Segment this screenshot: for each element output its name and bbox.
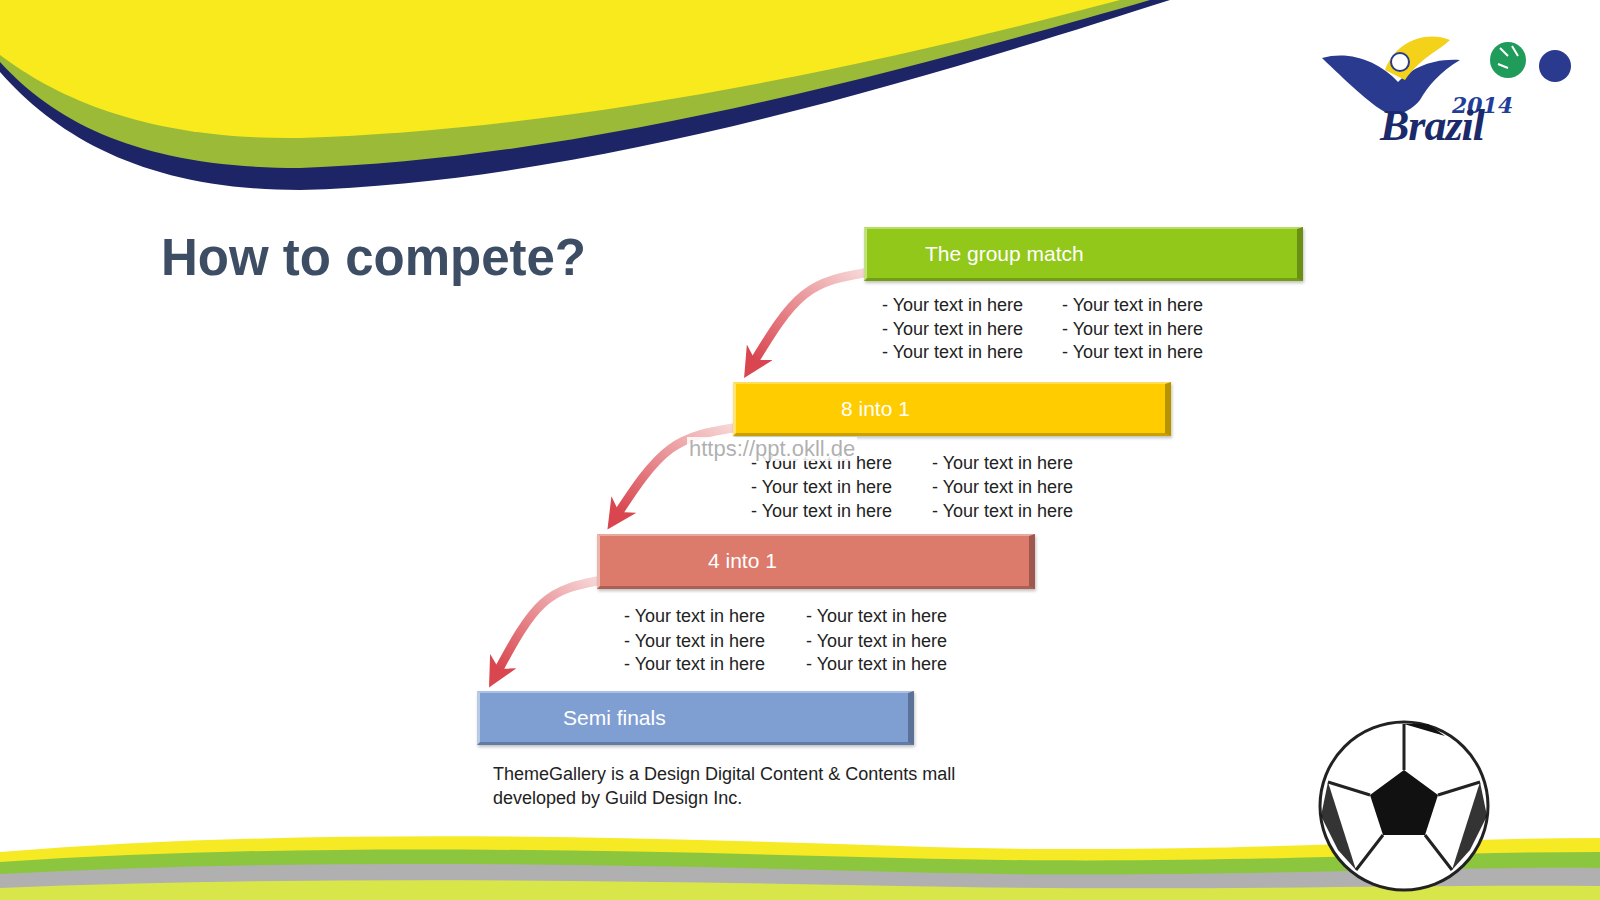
bullet-text: - Your text in here [624,653,765,675]
bullet-text: - Your text in here [806,653,947,675]
stage-label: 4 into 1 [708,549,777,573]
flow-arrow [499,581,597,669]
stage-bar: 8 into 1 [733,382,1171,436]
bullet-text: - Your text in here [751,476,892,498]
bullet-text: - Your text in here [1062,318,1203,340]
bullet-text: - Your text in here [932,452,1073,474]
logo-word: Brazil [1380,100,1484,151]
stage-label: Semi finals [563,706,666,730]
bullet-text: - Your text in here [882,294,1023,316]
bullet-text: - Your text in here [882,341,1023,363]
bullet-text: - Your text in here [624,605,765,627]
stage-bar: The group match [864,227,1303,281]
lime-wave [0,880,1600,900]
bullet-text: - Your text in here [1062,294,1203,316]
stage-bar: 4 into 1 [597,534,1035,589]
stage-bar: Semi finals [477,691,914,745]
navy-swoosh [0,0,1170,190]
slide-title: How to compete? [161,228,586,287]
bullet-text: - Your text in here [806,605,947,627]
yellow-swoosh [0,0,1120,138]
stage-label: 8 into 1 [841,397,910,421]
bullet-text: - Your text in here [882,318,1023,340]
green-swoosh [0,0,1150,168]
flow-arrow [755,273,864,360]
caption-text: ThemeGallery is a Design Digital Content… [493,762,993,810]
bullet-text: - Your text in here [932,476,1073,498]
watermark: https://ppt.okll.de [687,437,857,461]
bullet-text: - Your text in here [1062,341,1203,363]
soccer-ball [1320,722,1488,890]
stage-label: The group match [925,242,1084,266]
bullet-text: - Your text in here [751,500,892,522]
bullet-text: - Your text in here [806,630,947,652]
bullet-text: - Your text in here [932,500,1073,522]
bullet-text: - Your text in here [624,630,765,652]
